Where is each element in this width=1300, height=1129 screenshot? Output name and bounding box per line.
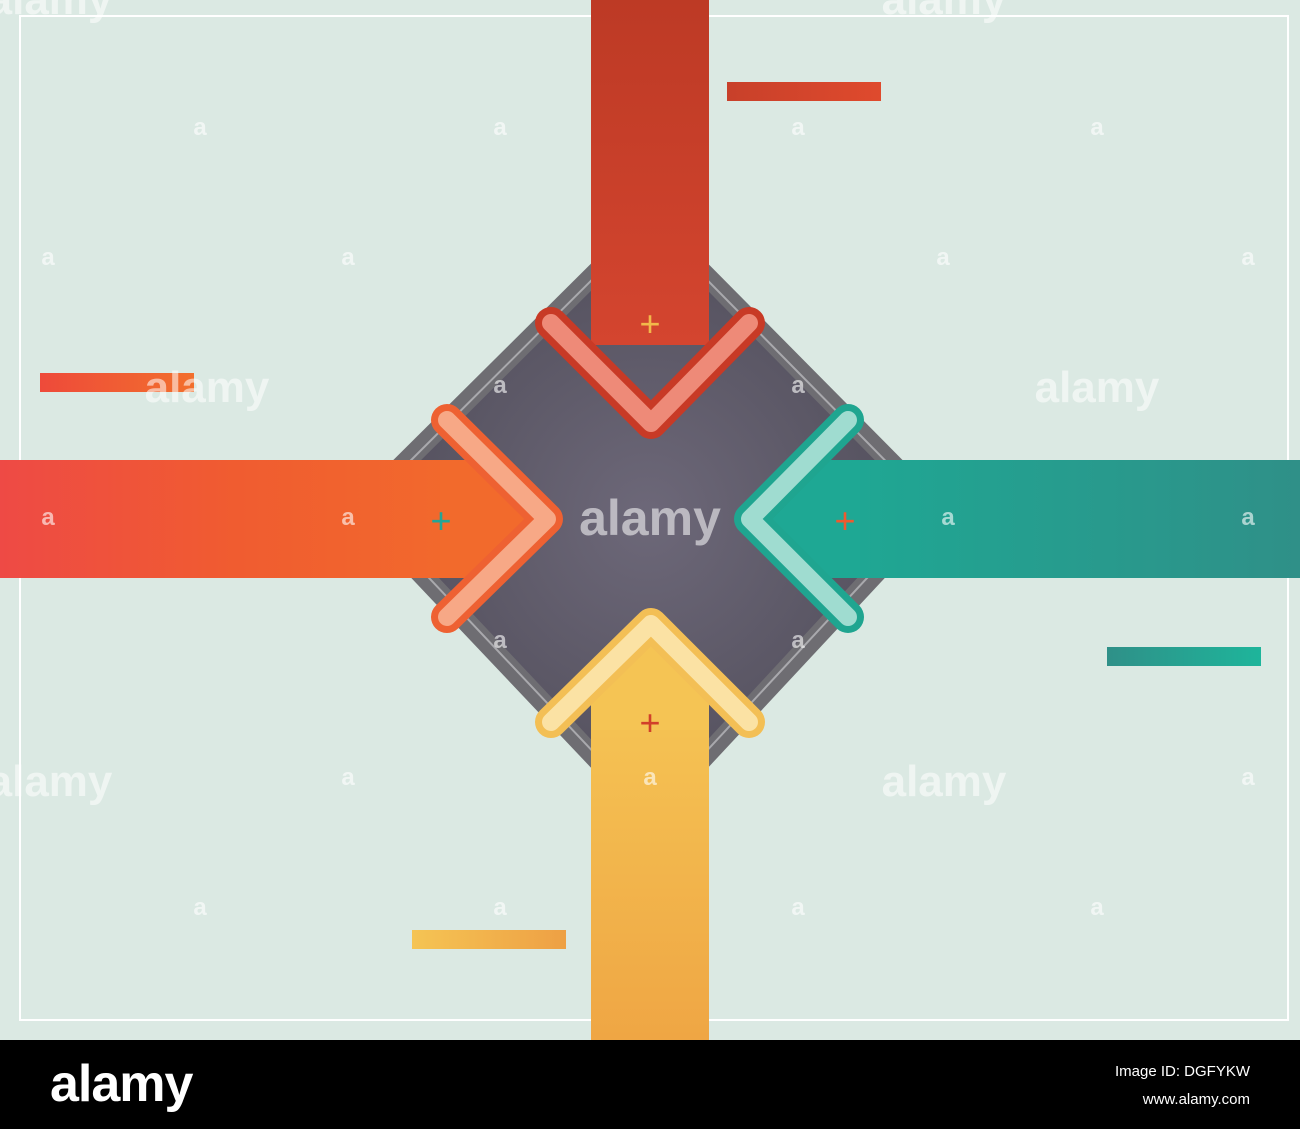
arrow-top (535, 0, 765, 439)
accent-bar-orange (40, 373, 194, 392)
plus-marker-bottom: + (639, 702, 660, 743)
watermark-letter: a (493, 372, 507, 399)
accent-bar-teal (1107, 647, 1261, 666)
site-url: www.alamy.com (1142, 1091, 1250, 1108)
accent-bar-red (727, 82, 881, 101)
footer-credits: Image ID: DGFYKW www.alamy.com (1115, 1058, 1250, 1114)
watermark-letter: a (791, 894, 805, 921)
watermark-letter: a (791, 114, 805, 141)
watermark-lower-right: alamy (882, 757, 1007, 806)
watermark-top-right: alamy (882, 0, 1007, 24)
watermark-letter: a (493, 894, 507, 921)
watermark-letter: a (1241, 764, 1255, 791)
watermark-letter: a (1090, 894, 1104, 921)
plus-marker-right: + (834, 500, 855, 541)
watermark-letter: a (193, 114, 207, 141)
accent-bar-yellow (412, 930, 566, 949)
watermark-top-left: alamy (0, 0, 113, 24)
watermark-letter: a (41, 504, 55, 531)
arrow-left (0, 404, 563, 633)
watermark-letter: a (341, 244, 355, 271)
watermark-letter: a (941, 504, 955, 531)
watermark-letter: a (341, 764, 355, 791)
watermark-right: alamy (1035, 363, 1160, 412)
watermark-letters: a a a a a a a a a a a a a a a a a a a a a a a (41, 114, 1255, 921)
watermark-lower-left: alamy (0, 757, 113, 806)
watermark-letter: a (341, 504, 355, 531)
watermark-letter: a (1241, 244, 1255, 271)
watermark-letter: a (41, 244, 55, 271)
watermark-letter: a (1090, 114, 1104, 141)
watermark-letter: a (193, 894, 207, 921)
watermark-letter: a (493, 114, 507, 141)
watermark-letter: a (1241, 504, 1255, 531)
footer-bar: alamy Image ID: DGFYKW www.alamy.com (0, 1040, 1300, 1129)
arrow-bottom (535, 608, 765, 1040)
footer-logo: alamy (50, 1055, 193, 1113)
watermark-letter: a (791, 372, 805, 399)
watermark-letter: a (493, 627, 507, 654)
watermark-letter: a (791, 627, 805, 654)
central-diamond (373, 232, 922, 802)
watermark-letter: a (643, 764, 657, 791)
plus-marker-left: + (430, 500, 451, 541)
watermark-letter: a (936, 244, 950, 271)
watermark-center: alamy (579, 490, 721, 546)
arrow-right (734, 404, 1300, 633)
watermark-left: alamy (145, 363, 270, 412)
image-id: Image ID: DGFYKW (1114, 1063, 1250, 1080)
plus-marker-top: + (639, 303, 660, 344)
